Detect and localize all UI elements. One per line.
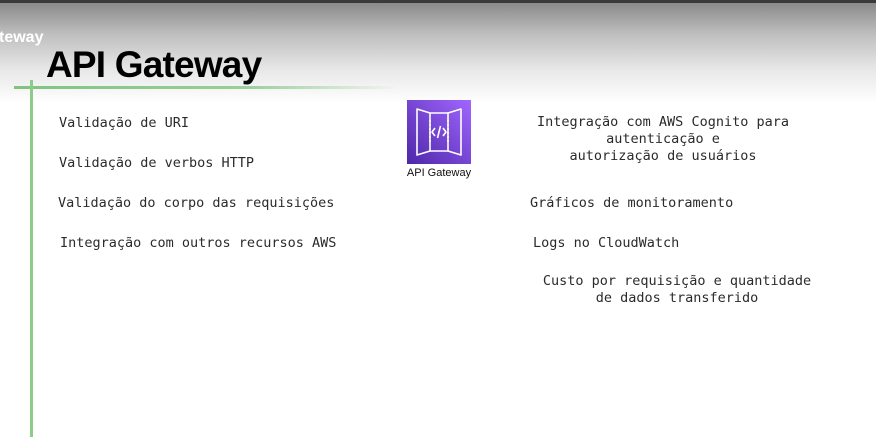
top-bar [0,0,876,3]
api-gateway-icon [407,100,471,164]
title-underline [14,86,398,89]
feature-right-4: Custo por requisição e quantidade de dad… [542,273,812,306]
feature-right-2: Gráficos de monitoramento [530,195,734,211]
slide-title: API Gateway [46,44,262,85]
feature-left-2: Validação de verbos HTTP [59,155,255,171]
feature-right-1: Integração com AWS Cognito para autentic… [537,114,789,164]
feature-right-3: Logs no CloudWatch [533,235,680,251]
feature-left-4: Integração com outros recursos AWS [60,235,337,251]
feature-left-1: Validação de URI [59,115,190,131]
feature-left-3: Validação do corpo das requisições [58,195,335,211]
logo-caption: API Gateway [406,167,472,179]
left-accent-bar [30,80,33,437]
window-tab-label: teway [0,29,44,46]
